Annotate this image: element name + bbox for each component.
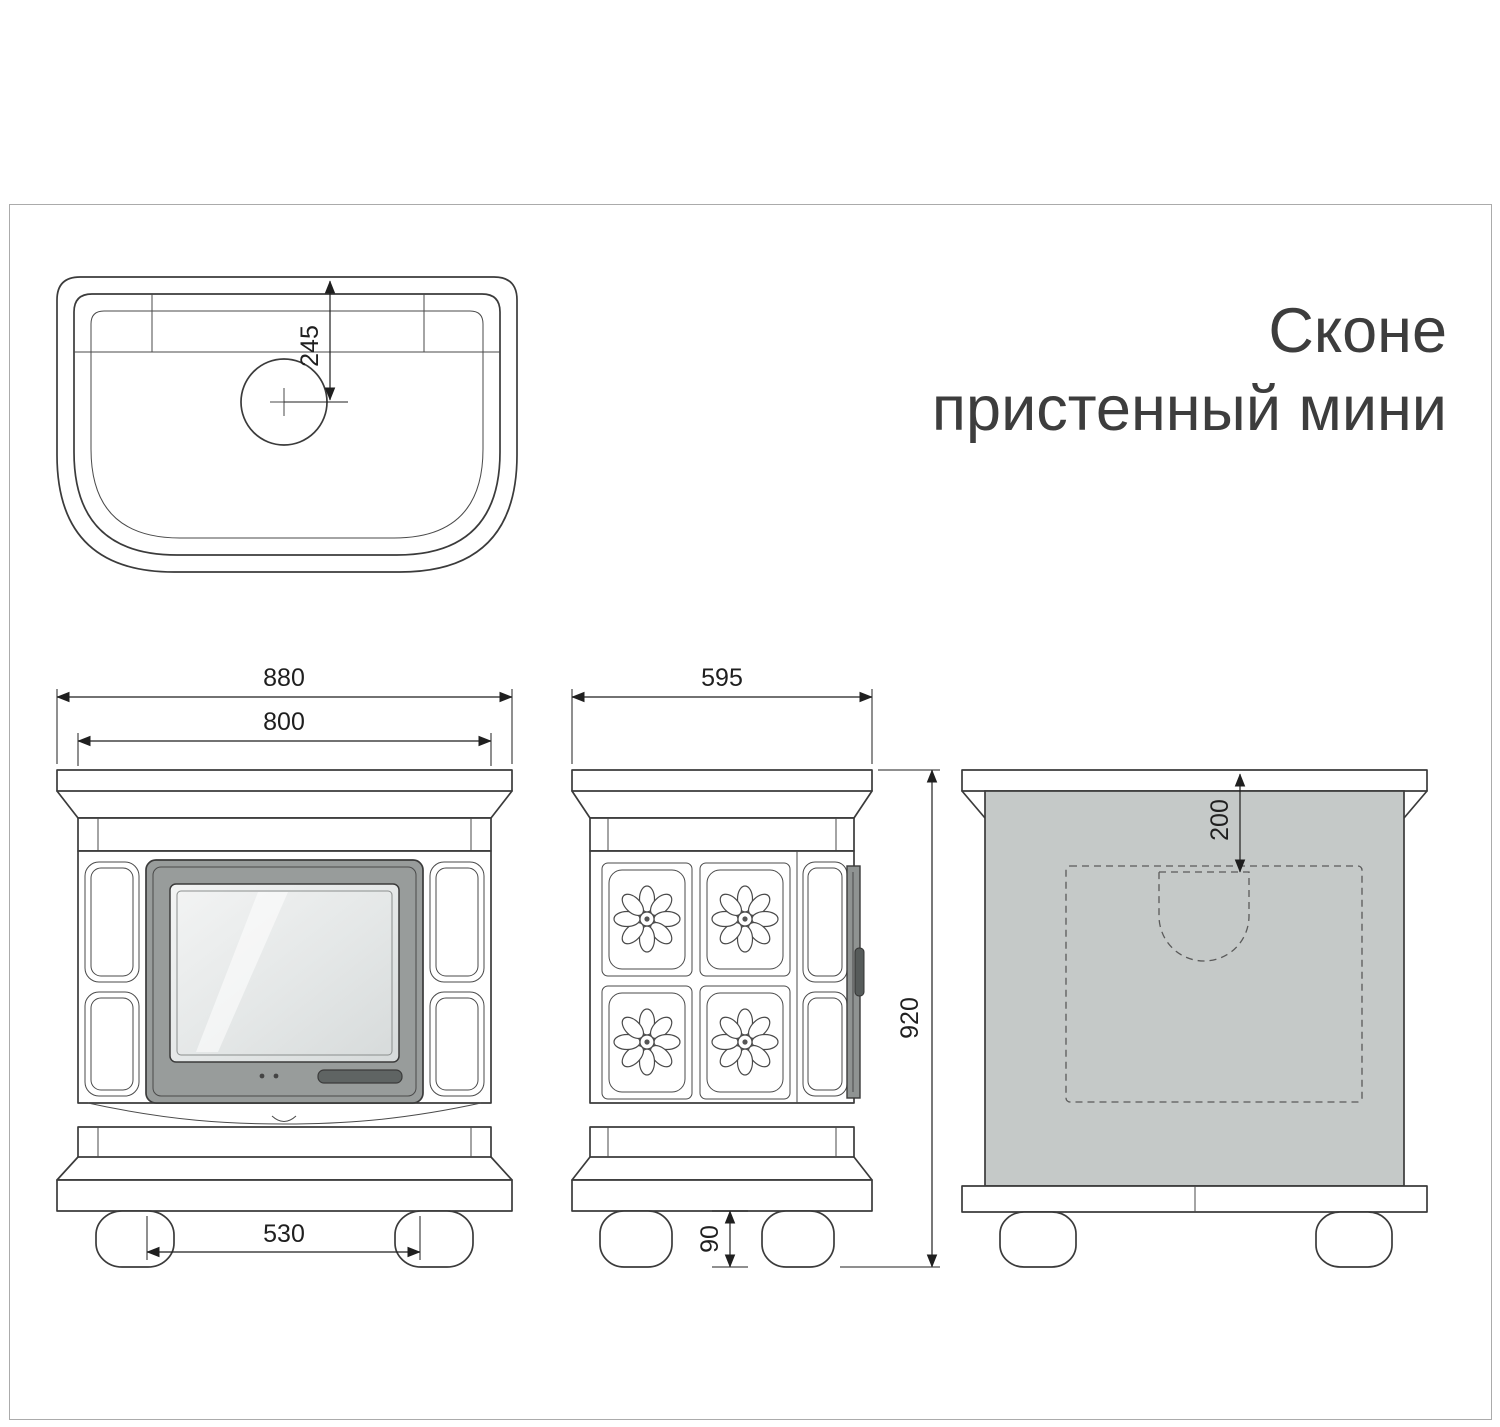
rear-base — [961, 1185, 1428, 1268]
cartouche-panel — [84, 861, 140, 983]
side-upper-band — [589, 817, 855, 852]
side-plinth — [571, 1179, 873, 1212]
front-cornice-molding — [56, 790, 513, 819]
front-right-column — [429, 861, 485, 1097]
dim-label-200: 200 — [1206, 799, 1234, 841]
front-view: 880 800 530 — [56, 664, 513, 1268]
cartouche-panel-inner — [435, 867, 479, 977]
firebox-door — [145, 859, 424, 1104]
tile-outer — [601, 862, 693, 977]
tile — [699, 985, 791, 1100]
door-glass-inner — [176, 890, 393, 1056]
front-apron — [87, 1102, 482, 1125]
top-inner-contour — [73, 293, 501, 556]
cartouche-panel — [429, 991, 485, 1097]
rear-view: 200 — [961, 769, 1428, 1268]
side-cornice — [571, 769, 873, 852]
title-line-2: пристенный мини — [932, 374, 1447, 444]
title-line-1: Сконе — [1268, 296, 1447, 366]
top-innermost-contour — [90, 310, 484, 539]
dimension-flue-offset-top: 245 — [296, 280, 336, 401]
tile — [699, 862, 791, 977]
dimension-rear-flue-offset: 200 — [1206, 773, 1246, 873]
cartouche-panel-inner — [435, 997, 479, 1091]
side-tiles — [601, 862, 791, 1100]
rear-service-opening-dashed — [1065, 865, 1363, 1103]
rear-cornice-slab — [961, 769, 1428, 792]
cartouche-panel-inner — [807, 997, 843, 1091]
front-cornice — [56, 769, 513, 852]
front-cornice-slab — [56, 769, 513, 792]
dim-label-245: 245 — [296, 325, 324, 367]
side-lower-band — [589, 1126, 855, 1158]
apron-curve — [87, 1102, 482, 1125]
tile-outer — [699, 985, 791, 1100]
cartouche-panel-inner — [90, 867, 134, 977]
dimension-depth: 595 — [571, 664, 873, 764]
tile — [601, 985, 693, 1100]
front-plinth — [56, 1179, 513, 1212]
flower-rosette-icon — [613, 1008, 681, 1076]
dim-label-595: 595 — [701, 664, 743, 692]
front-lower-band — [77, 1126, 492, 1158]
top-outer-contour — [56, 276, 518, 573]
tile-frame — [706, 992, 784, 1093]
drawing-border — [9, 204, 1492, 1420]
side-cornice-molding — [571, 790, 873, 819]
tile-outer — [601, 985, 693, 1100]
rear-flue-cutout-dashed — [1158, 871, 1250, 962]
tile-frame — [706, 869, 784, 970]
cartouche-panel-inner — [90, 997, 134, 1091]
flower-rosette-icon — [711, 1008, 779, 1076]
dim-label-920: 920 — [896, 997, 924, 1039]
cartouche-panel — [429, 861, 485, 983]
tile — [601, 862, 693, 977]
side-view: 595 920 90 — [571, 664, 940, 1268]
front-upper-band — [77, 817, 492, 852]
flower-rosette-icon — [613, 885, 681, 953]
tile-frame — [608, 992, 686, 1093]
side-foot-front — [599, 1210, 673, 1268]
door-handle — [317, 1069, 403, 1084]
dimension-firebox-width: 530 — [146, 1216, 421, 1260]
tile-outer — [699, 862, 791, 977]
cartouche-panel-inner — [807, 867, 843, 977]
front-base-molding — [56, 1156, 513, 1181]
side-base-molding — [571, 1156, 873, 1181]
dimension-body-width: 800 — [77, 708, 492, 766]
page-title: Сконе пристенный мини — [932, 296, 1447, 444]
rear-foot-left — [999, 1211, 1077, 1268]
side-foot-rear — [761, 1210, 835, 1268]
rear-cornice-molding — [961, 790, 1428, 819]
dim-label-880: 880 — [263, 664, 305, 692]
front-left-column — [84, 861, 140, 1097]
dimension-overall-width: 880 — [56, 664, 513, 764]
door-frame-inner — [152, 866, 417, 1097]
door-vent-dot — [259, 1073, 265, 1079]
flower-rosette-icon — [711, 885, 779, 953]
top-view: 245 — [56, 276, 518, 573]
front-foot-right — [394, 1210, 474, 1268]
apron-center-ornament — [271, 1115, 297, 1122]
dim-label-90: 90 — [696, 1225, 724, 1253]
dim-label-800: 800 — [263, 708, 305, 736]
rear-foot-right — [1315, 1211, 1393, 1268]
rear-panel — [984, 790, 1405, 1187]
front-foot-left — [95, 1210, 175, 1268]
side-base — [571, 1126, 873, 1268]
dim-label-530: 530 — [263, 1220, 305, 1248]
dimension-height: 920 — [840, 769, 940, 1268]
door-vent-dot — [273, 1073, 279, 1079]
side-door-handle — [854, 947, 865, 997]
glass-reflection — [196, 892, 288, 1052]
tile-frame — [608, 869, 686, 970]
dimension-leg-height: 90 — [696, 1210, 748, 1268]
side-door-edge — [846, 865, 865, 1099]
side-cornice-slab — [571, 769, 873, 792]
cartouche-panel — [84, 991, 140, 1097]
